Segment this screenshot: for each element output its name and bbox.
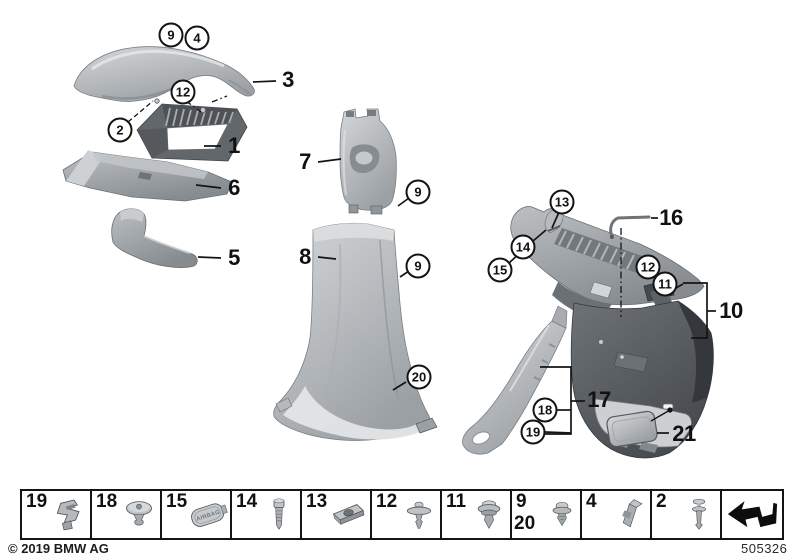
label-part-1[interactable]: 1 <box>228 133 240 158</box>
legend-number-2: 20 <box>514 513 536 534</box>
push-rivet-icon <box>406 501 432 529</box>
legend-number: 2 <box>656 491 667 512</box>
copyright-text: © 2019 BMW AG <box>8 541 109 556</box>
label-part-5[interactable]: 5 <box>228 245 240 270</box>
metal-spring-clip-icon <box>622 499 643 528</box>
legend-cell-15[interactable]: 15 AIRBAG <box>162 491 232 538</box>
callout-9-bpillar-up[interactable]: 9 <box>405 179 431 205</box>
legend-number: 18 <box>96 491 118 512</box>
legend-number: 15 <box>166 491 188 512</box>
legend-number: 12 <box>376 491 398 512</box>
release-rod-part <box>609 215 651 239</box>
callout-12-right[interactable]: 12 <box>635 254 661 280</box>
grille-pin <box>199 107 206 114</box>
c-pillar-lower-trim-part <box>462 305 568 455</box>
callout-9-top[interactable]: 9 <box>158 22 184 48</box>
callout-9-bpillar-lo[interactable]: 9 <box>405 253 431 279</box>
legend-cell-19[interactable]: 19 <box>22 491 92 538</box>
label-part-8[interactable]: 8 <box>299 244 311 269</box>
callout-13[interactable]: 13 <box>549 189 575 215</box>
callout-2[interactable]: 2 <box>107 117 133 143</box>
sill-trim-part <box>111 208 198 268</box>
pan-head-screw-icon <box>273 498 285 530</box>
leader-lines <box>195 80 716 435</box>
airbag-emblem-cap-icon: AIRBAG <box>191 503 228 527</box>
legend-cell-next-page[interactable] <box>722 491 782 538</box>
legend-number: 9 <box>516 491 527 512</box>
legend-cell-12[interactable]: 12 <box>372 491 442 538</box>
legend-cell-13[interactable]: 13 <box>302 491 372 538</box>
fastener-legend-table: 19 18 15 AIRBAG <box>20 489 784 540</box>
legend-number: 19 <box>26 491 48 512</box>
legend-cell-4[interactable]: 4 <box>582 491 652 538</box>
label-part-21[interactable]: 21 <box>672 421 696 446</box>
label-part-3[interactable]: 3 <box>282 67 294 92</box>
a-pillar-trim-part <box>73 46 255 102</box>
legend-cell-2[interactable]: 2 <box>652 491 722 538</box>
grille-trim-part <box>136 98 248 162</box>
spring-nut-clip-icon <box>56 499 80 531</box>
speed-nut-icon <box>332 504 365 526</box>
label-part-7[interactable]: 7 <box>299 149 311 174</box>
callout-15[interactable]: 15 <box>487 257 513 283</box>
diagram-number: 505326 <box>741 541 788 556</box>
grommet-clip-icon <box>477 500 501 530</box>
label-part-17[interactable]: 17 <box>587 387 611 412</box>
legend-cell-14[interactable]: 14 <box>232 491 302 538</box>
callout-19[interactable]: 19 <box>520 419 546 445</box>
b-pillar-upper-trim-part <box>339 108 397 215</box>
b-pillar-lower-trim-part <box>273 222 438 441</box>
legend-number: 4 <box>586 491 597 512</box>
legend-cell-18[interactable]: 18 <box>92 491 162 538</box>
callout-11[interactable]: 11 <box>652 271 678 297</box>
lower-dash-trim-part <box>62 150 233 202</box>
legend-cell-9-20[interactable]: 9 20 <box>512 491 582 538</box>
plastic-rivet-icon <box>126 501 152 526</box>
callout-12-left[interactable]: 12 <box>170 79 196 105</box>
cover-cap-part <box>606 407 673 448</box>
flanged-clip-icon <box>552 501 572 527</box>
callout-18[interactable]: 18 <box>532 397 558 423</box>
grille-pin2 <box>154 98 160 104</box>
legend-number: 11 <box>446 491 467 512</box>
label-part-16[interactable]: 16 <box>659 205 683 230</box>
legend-number: 13 <box>306 491 328 512</box>
callout-4[interactable]: 4 <box>184 25 210 51</box>
legend-number: 14 <box>236 491 258 512</box>
label-part-10[interactable]: 10 <box>719 298 743 323</box>
page-turn-arrow-icon <box>727 500 778 527</box>
callout-14[interactable]: 14 <box>510 234 536 260</box>
legend-cell-11[interactable]: 11 <box>442 491 512 538</box>
callout-20[interactable]: 20 <box>406 364 432 390</box>
label-part-6[interactable]: 6 <box>228 175 240 200</box>
expanding-rivet-icon <box>692 498 706 530</box>
